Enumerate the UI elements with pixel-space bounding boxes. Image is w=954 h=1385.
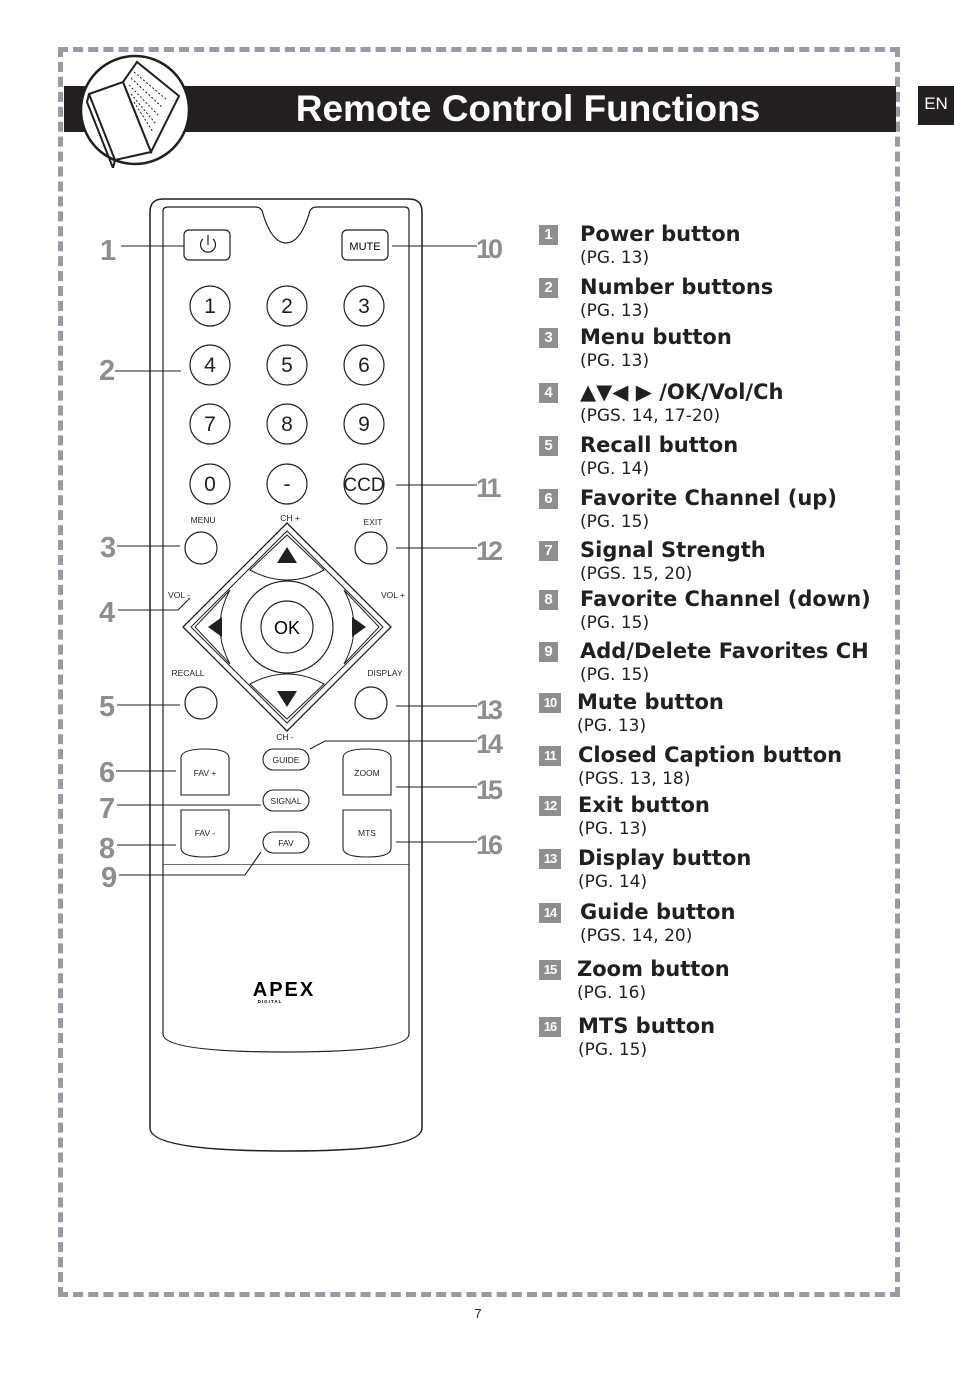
- svg-text:4: 4: [99, 597, 115, 629]
- apex-logo: APEX DIGITAL: [253, 979, 315, 1004]
- svg-text:5: 5: [99, 691, 115, 723]
- svg-text:RECALL: RECALL: [171, 668, 204, 678]
- svg-text:ZOOM: ZOOM: [354, 768, 380, 778]
- navigation-pad[interactable]: OK: [182, 522, 392, 732]
- power-button[interactable]: [183, 229, 231, 261]
- digit-1: 1: [204, 295, 216, 318]
- svg-text:SIGNAL: SIGNAL: [270, 796, 301, 806]
- signal-button[interactable]: [262, 789, 310, 812]
- svg-text:12: 12: [476, 536, 502, 566]
- svg-text:CH -: CH -: [276, 732, 294, 742]
- fav-up-button[interactable]: [180, 748, 230, 796]
- svg-text:MTS: MTS: [358, 828, 376, 838]
- svg-text:APEX: APEX: [253, 979, 315, 1001]
- title-bar: [64, 86, 896, 132]
- mute-button[interactable]: MUTE: [341, 229, 389, 261]
- fav-down-button[interactable]: [180, 809, 230, 858]
- svg-text:CH +: CH +: [280, 513, 300, 523]
- fav-button[interactable]: [262, 831, 310, 854]
- mts-button[interactable]: [342, 809, 392, 858]
- svg-text:VOL +: VOL +: [381, 590, 405, 600]
- digit-0: 0: [204, 473, 216, 496]
- svg-text:8: 8: [99, 833, 115, 865]
- page-title: Remote Control Functions: [295, 88, 761, 129]
- svg-text:MENU: MENU: [190, 515, 215, 525]
- digit-5: 5: [281, 354, 293, 377]
- svg-text:15: 15: [476, 775, 503, 805]
- svg-text:FAV -: FAV -: [195, 828, 216, 838]
- svg-text:GUIDE: GUIDE: [273, 755, 300, 765]
- svg-text:10: 10: [476, 234, 502, 264]
- svg-text:6: 6: [99, 757, 115, 789]
- digit-buttons[interactable]: 1 2 3 4 5 6 7 8 9 0 - CCD: [189, 285, 385, 505]
- exit-button[interactable]: [354, 531, 388, 565]
- svg-text:DIGITAL: DIGITAL: [258, 999, 283, 1004]
- svg-text:3: 3: [100, 532, 116, 564]
- svg-text:EXIT: EXIT: [364, 517, 383, 527]
- digit-6: 6: [358, 354, 370, 377]
- down-arrow-icon: [277, 691, 297, 707]
- digit-3: 3: [358, 295, 370, 318]
- guide-button[interactable]: [262, 748, 310, 771]
- svg-text:1: 1: [100, 235, 116, 267]
- svg-text:FAV: FAV: [278, 838, 294, 848]
- dashed-page-frame: [58, 47, 900, 1297]
- left-arrow-icon: [208, 617, 222, 637]
- svg-text:7: 7: [99, 793, 115, 825]
- display-button[interactable]: [354, 686, 388, 720]
- language-tab: EN: [918, 86, 954, 125]
- digit-7: 7: [204, 413, 216, 436]
- svg-text:9: 9: [101, 862, 117, 894]
- svg-text:VOL -: VOL -: [168, 590, 190, 600]
- svg-text:11: 11: [476, 473, 502, 503]
- recall-button[interactable]: [184, 686, 218, 720]
- right-arrow-icon: [352, 617, 366, 637]
- svg-text:2: 2: [99, 355, 115, 387]
- svg-text:MUTE: MUTE: [349, 241, 380, 253]
- ok-button: OK: [274, 618, 300, 638]
- digit-8: 8: [281, 413, 293, 436]
- digit-4: 4: [204, 354, 216, 377]
- svg-text:16: 16: [476, 830, 503, 860]
- digit-9: 9: [358, 413, 370, 436]
- svg-text:FAV +: FAV +: [194, 768, 217, 778]
- menu-button[interactable]: [184, 531, 218, 565]
- page-number: 7: [474, 1306, 482, 1321]
- svg-text:13: 13: [476, 695, 503, 725]
- digit-2: 2: [281, 295, 293, 318]
- open-book-icon: [79, 54, 191, 168]
- ccd-button: CCD: [343, 475, 384, 496]
- zoom-button[interactable]: [342, 748, 392, 796]
- svg-text:14: 14: [476, 729, 503, 759]
- dash-button: -: [284, 473, 291, 496]
- svg-text:DISPLAY: DISPLAY: [367, 668, 403, 678]
- up-arrow-icon: [277, 547, 297, 563]
